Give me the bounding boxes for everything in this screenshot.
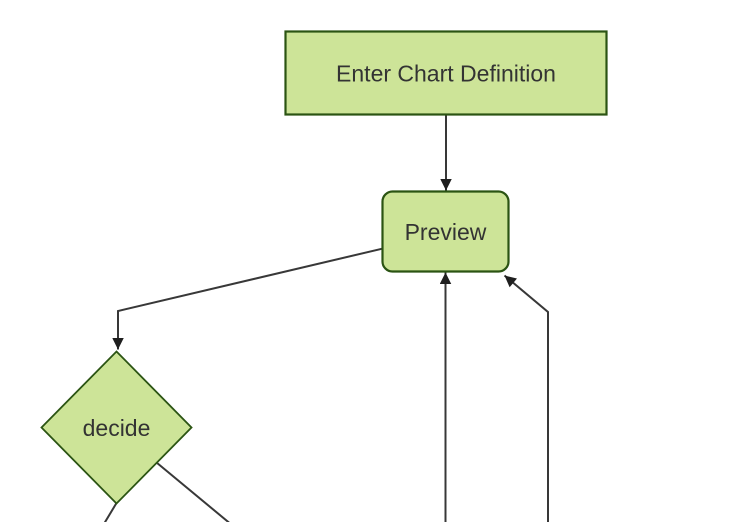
enter-chart-definition-label: Enter Chart Definition bbox=[336, 61, 556, 87]
edge-decide-out-left bbox=[103, 502, 118, 522]
edge-decide-out-right bbox=[155, 461, 230, 522]
node-enter-chart-definition: Enter Chart Definition bbox=[284, 30, 608, 116]
preview-label: Preview bbox=[405, 219, 487, 245]
decide-label: decide bbox=[83, 415, 151, 441]
preview-box bbox=[381, 190, 510, 273]
node-preview: Preview bbox=[381, 190, 510, 273]
decide-diamond bbox=[40, 350, 193, 505]
edge-preview-to-decide bbox=[112, 247, 384, 350]
node-decide: decide bbox=[40, 350, 193, 505]
edge-layer bbox=[103, 114, 549, 522]
enter-chart-definition-box bbox=[284, 30, 608, 116]
edge-return-bottom-right-to-preview bbox=[503, 274, 549, 522]
